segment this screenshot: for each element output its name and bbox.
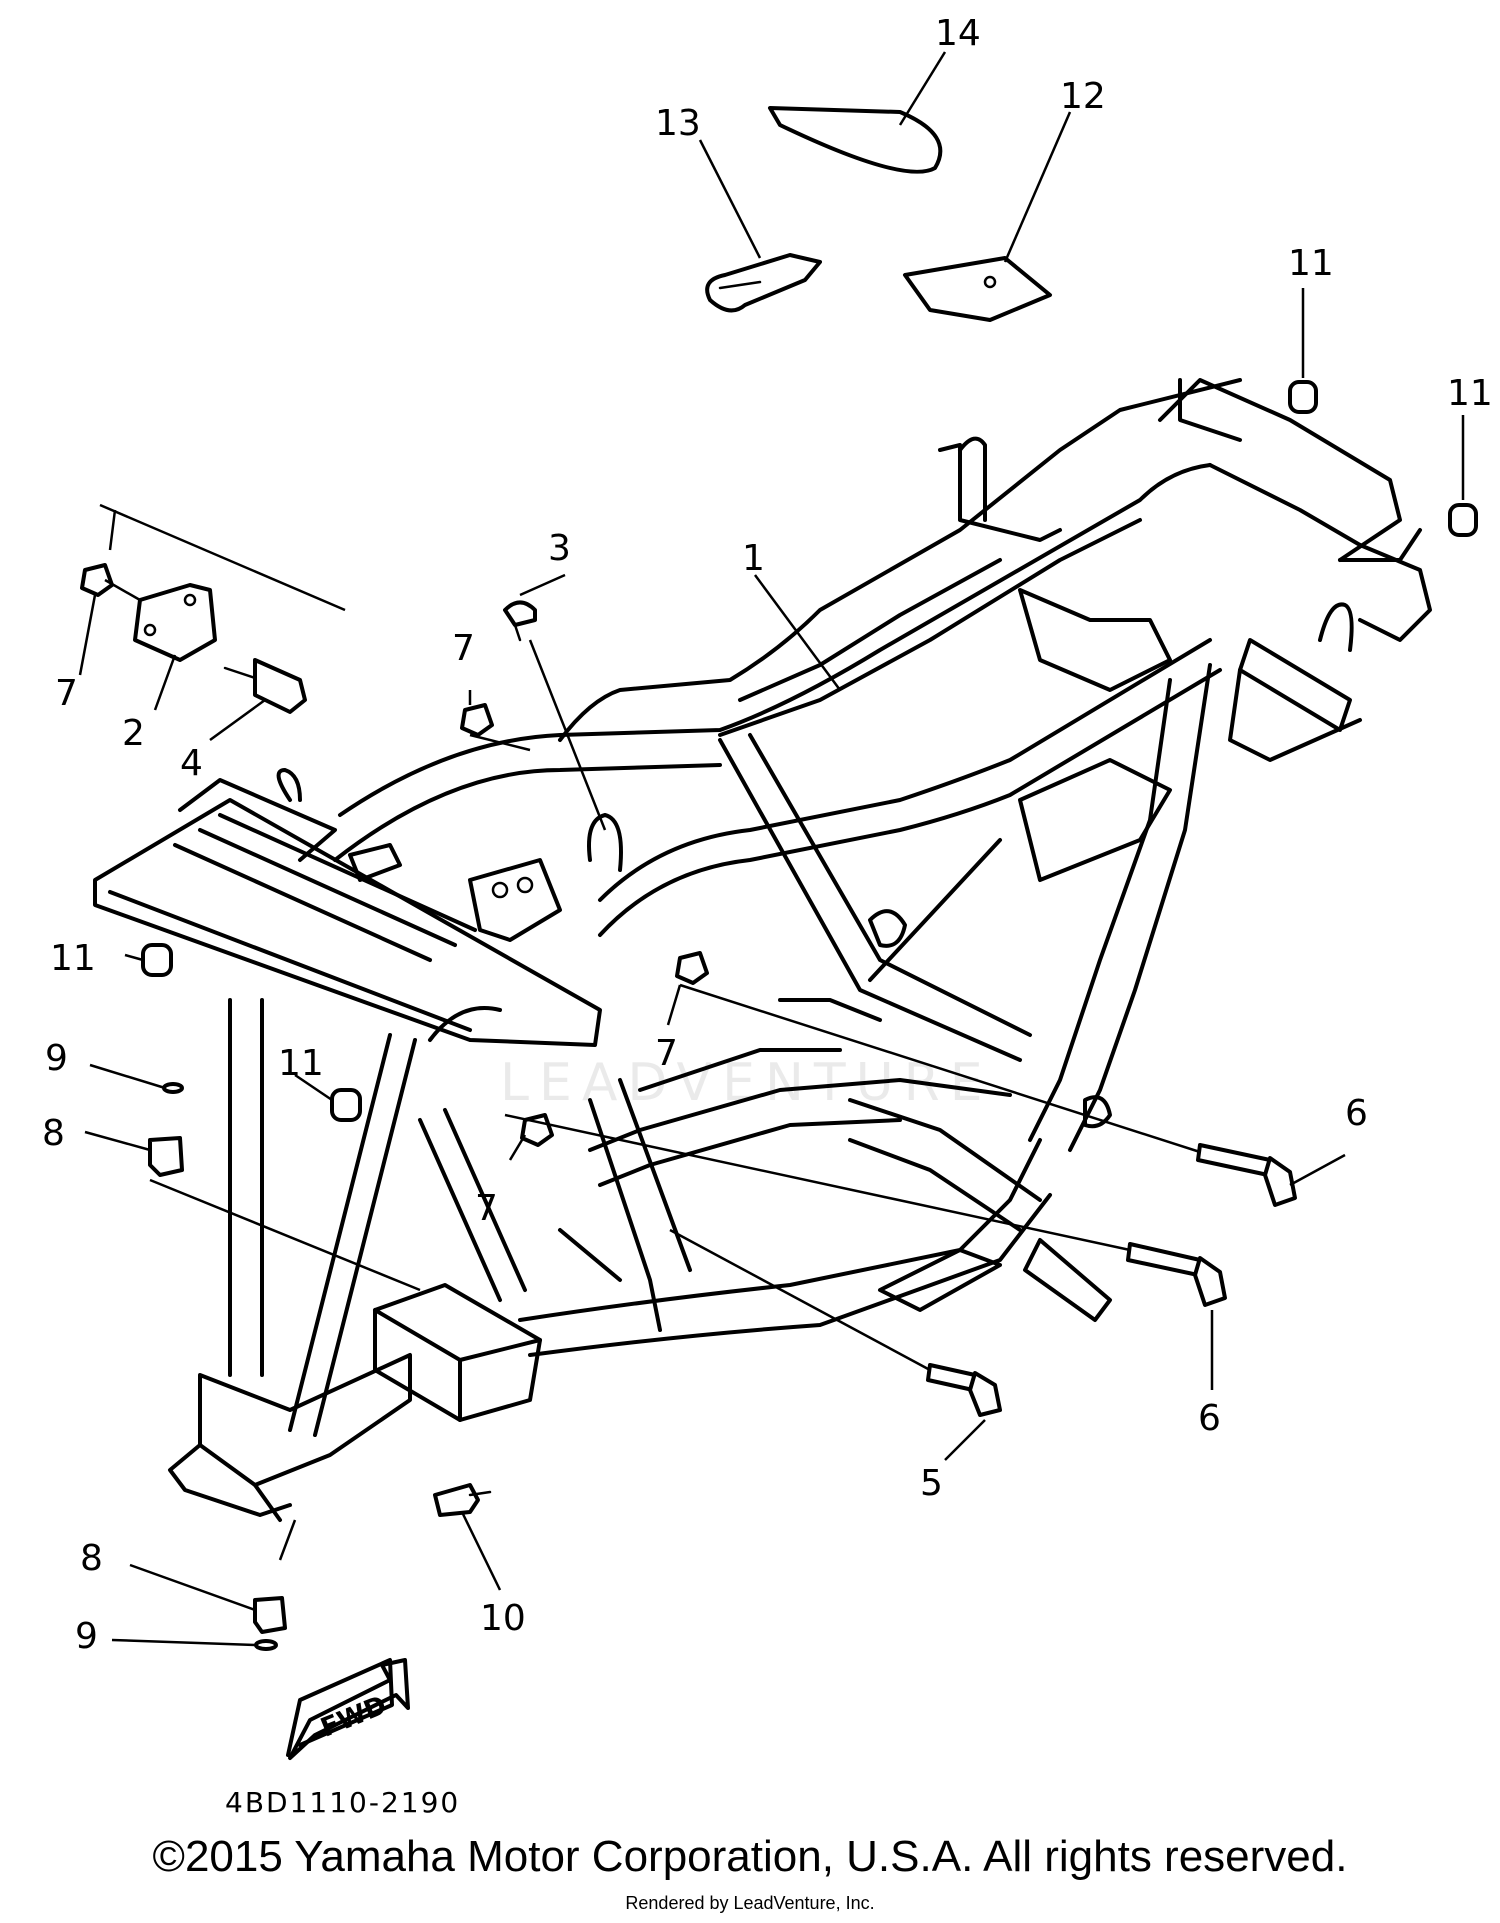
part-14-cover <box>768 106 943 174</box>
callout-1: 1 <box>742 538 765 579</box>
part-8-bushing-upper <box>148 1136 184 1177</box>
callout-11-right: 11 <box>1447 373 1493 414</box>
part-11-grommet-left <box>141 943 173 977</box>
part-10-bolt <box>433 1483 480 1517</box>
part-3-fitting <box>503 600 537 627</box>
copyright-notice: ©2015 Yamaha Motor Corporation, U.S.A. A… <box>152 1832 1348 1881</box>
callout-7a: 7 <box>55 673 78 714</box>
rendered-by-notice: Rendered by LeadVenture, Inc. <box>625 1893 875 1913</box>
part-7-nut-c <box>675 951 709 985</box>
part-6-bolt-lower <box>1126 1242 1202 1277</box>
callout-3: 3 <box>548 528 571 569</box>
callout-14: 14 <box>935 13 981 54</box>
part-5-bolt <box>926 1363 977 1392</box>
main-frame <box>93 378 1432 1522</box>
callout-4: 4 <box>180 743 203 784</box>
callout-9-upper: 9 <box>45 1038 68 1079</box>
callout-8-upper: 8 <box>42 1113 65 1154</box>
callout-9-lower: 9 <box>75 1616 98 1657</box>
callout-10: 10 <box>480 1598 526 1639</box>
callout-labels: 14 12 13 11 11 1 3 7 7 2 4 11 11 9 8 7 7… <box>42 13 1493 1657</box>
callout-11-left: 11 <box>50 938 96 979</box>
drawing-code: 4BD1110-2190 <box>225 1786 460 1819</box>
callout-5: 5 <box>920 1463 943 1504</box>
fwd-arrow: FWD <box>286 1658 410 1760</box>
callout-6-upper: 6 <box>1345 1093 1368 1134</box>
part-4-bolt <box>253 658 307 714</box>
part-7-nut-b <box>460 703 494 737</box>
leader-lines <box>78 51 1465 1647</box>
callout-7d: 7 <box>475 1188 498 1229</box>
callout-12: 12 <box>1060 76 1106 117</box>
callout-13: 13 <box>655 103 701 144</box>
callout-8-lower: 8 <box>80 1538 103 1579</box>
part-6-bolt-upper <box>1196 1143 1272 1177</box>
callout-7b: 7 <box>452 628 475 669</box>
part-9-washer-upper <box>162 1082 184 1094</box>
part-2-bracket <box>133 583 217 662</box>
part-13-strap <box>705 253 822 313</box>
part-11-grommet-center <box>330 1088 362 1122</box>
callout-11-top: 11 <box>1288 243 1334 284</box>
callout-7c: 7 <box>655 1033 678 1074</box>
callout-11-center: 11 <box>278 1043 324 1084</box>
part-12-plate <box>903 256 1052 322</box>
part-11-grommet-right <box>1448 503 1478 537</box>
part-8-bushing-lower <box>253 1596 287 1634</box>
callout-2: 2 <box>122 713 145 754</box>
part-11-grommet-top <box>1288 380 1318 414</box>
callout-6-lower: 6 <box>1198 1398 1221 1439</box>
part-7-nut-a <box>80 563 114 597</box>
part-9-washer-lower <box>254 1639 278 1651</box>
